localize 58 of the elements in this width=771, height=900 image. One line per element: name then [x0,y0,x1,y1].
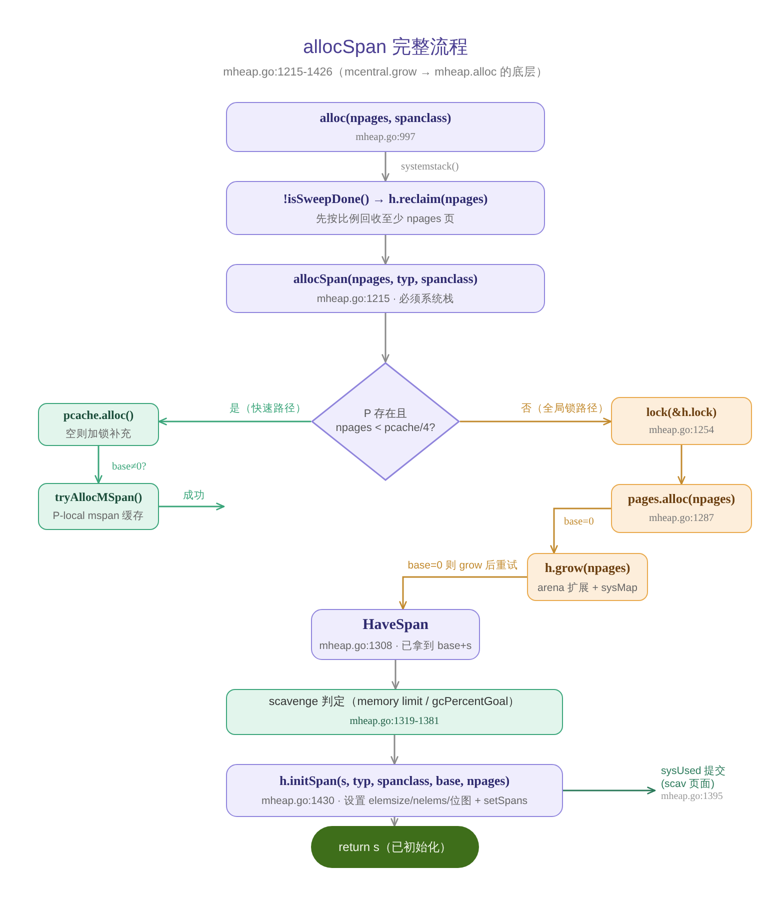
arrow [392,660,400,690]
step-note: mheap.go:1319-1381 [350,716,440,728]
step-note: mheap.go:997 [356,132,416,144]
step-note: mheap.go:1430 · 设置 elemsize/nelems/位图 + setSpans [261,795,528,808]
arrow [94,446,102,484]
step-note: mheap.go:1215 · 必须系统栈 [316,293,454,306]
edge-label: systemstack() [399,162,461,174]
step-title: alloc(npages, spanclass) [320,110,452,126]
condition-text: P 存在且 npages < pcache/4? [336,408,436,435]
end-label: return s（已初始化） [338,840,452,854]
step-note: 先按比例回收至少 npages 页 [316,212,456,226]
process-box [38,483,159,530]
step-note: 空则加锁补充 [66,428,132,441]
step-title: lock(&h.lock) [646,404,717,419]
step-title: pcache.alloc() [63,408,134,422]
step-note: mheap.go:1287 [648,513,714,526]
arrow [563,786,656,794]
arrow [159,502,225,510]
step-title: scavenge 判定（memory limit / gcPercentGoal） [268,696,520,710]
step-note: P-local mspan 缓存 [52,510,144,523]
process-box [527,553,648,601]
arrow [382,313,390,363]
step-title: tryAllocMSpan() [54,490,142,504]
arrow [390,735,398,765]
edge-label: base=0 则 grow 后重试 [406,560,520,572]
process-box [226,102,545,152]
diagram-title: allocSpan 完整流程 [303,36,468,60]
step-title: h.initSpan(s, typ, spanclass, base, npages) [279,773,510,789]
step-note: arena 扩展 + sysMap [538,582,638,594]
arrow [382,152,390,182]
process-box [226,689,563,735]
process-box [611,397,752,445]
step-title: !isSweepDone() → h.reclaim(npages) [283,190,488,206]
arrow [382,235,390,265]
process-box [311,609,480,660]
diagram-subtitle: mheap.go:1215-1426（mcentral.grow → mheap.alloc 的底层） [223,64,548,80]
source-reference: mheap.go:1395 [661,791,723,804]
step-title: HaveSpan [362,616,428,634]
step-title: h.grow(npages) [544,560,630,576]
arrow [460,418,612,426]
process-box [226,264,545,313]
step-note: mheap.go:1254 [648,424,714,438]
process-box [226,764,563,817]
arrow [550,508,611,554]
process-box [226,181,545,235]
arrow [399,576,527,610]
note-text: sysUsed 提交 (scav 页面) [661,765,726,790]
step-note: mheap.go:1308 · 已拿到 base+s [319,640,472,653]
arrow [390,817,398,827]
process-box [38,403,159,446]
step-title: pages.alloc(npages) [628,491,736,507]
arrow [678,445,686,485]
arrow [158,418,311,426]
process-box [611,484,752,533]
edge-label: 成功 [181,490,207,502]
terminal-pill [311,826,479,868]
step-title: allocSpan(npages, typ, spanclass) [293,271,478,287]
decision-diamond [311,362,460,481]
